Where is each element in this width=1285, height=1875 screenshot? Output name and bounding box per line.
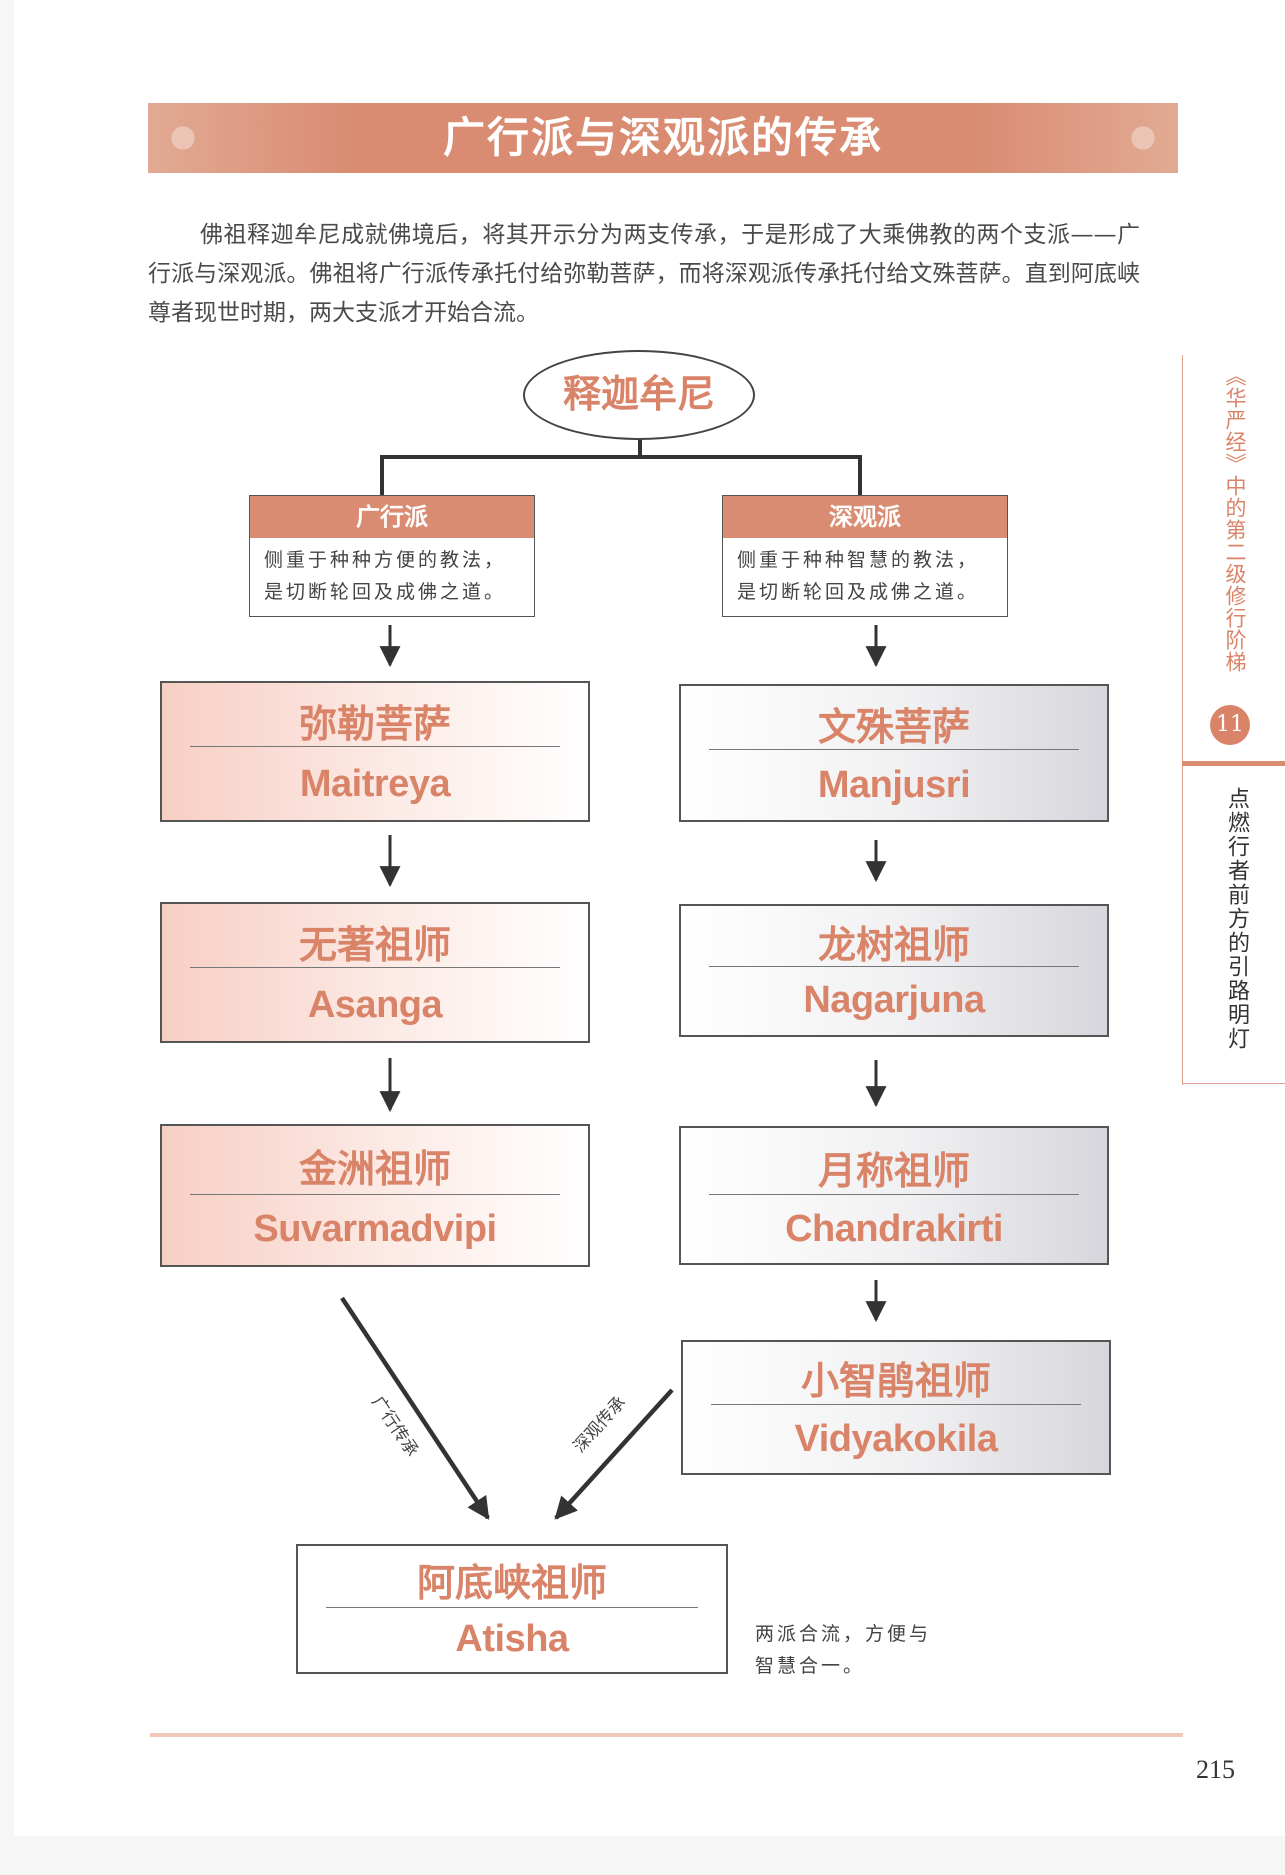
lineage-node-manjusri: 文殊菩萨 Manjusri — [679, 684, 1109, 822]
chapter-subtitle: 点燃行者前方的引路明灯 — [1224, 787, 1249, 1051]
lineage-node-nagarjuna: 龙树祖师 Nagarjuna — [679, 904, 1109, 1037]
side-chapter-tab: 《华严经》中的第二级修行阶梯 11 点燃行者前方的引路明灯 — [1182, 355, 1285, 1085]
intro-paragraph: 佛祖释迦牟尼成就佛境后，将其开示分为两支传承，于是形成了大乘佛教的两个支派——广… — [148, 222, 1140, 326]
lineage-node-suvarmadvipi: 金洲祖师 Suvarmadvipi — [160, 1124, 590, 1267]
lineage-node-chandrakirti: 月称祖师 Chandrakirti — [679, 1126, 1109, 1265]
lineage-node-maitreya: 弥勒菩萨 Maitreya — [160, 681, 590, 822]
merge-note: 两派合流，方便与 智慧合一。 — [755, 1623, 932, 1677]
page-title: 广行派与深观派的传承 — [442, 113, 883, 162]
school-name: 深观派 — [723, 496, 1007, 538]
school-description: 侧重于种种方便的教法， 是切断轮回及成佛之道。 — [264, 549, 507, 603]
page-number: 215 — [1196, 1755, 1235, 1784]
root-node: 释迦牟尼 — [523, 350, 755, 440]
school-name: 广行派 — [250, 496, 534, 538]
footer-rule — [150, 1733, 1183, 1737]
chapter-number-badge: 11 — [1210, 705, 1250, 745]
school-description: 侧重于种种智慧的教法， 是切断轮回及成佛之道。 — [737, 549, 980, 603]
lineage-node-vidyakokila: 小智鹃祖师 Vidyakokila — [681, 1340, 1111, 1475]
lotus-ornament-icon — [156, 111, 210, 165]
lineage-node-atisha: 阿底峡祖师 Atisha — [296, 1544, 728, 1674]
title-banner: 广行派与深观派的传承 — [148, 103, 1178, 173]
school-guangxing: 广行派 侧重于种种方便的教法， 是切断轮回及成佛之道。 — [249, 495, 535, 617]
lineage-node-asanga: 无著祖师 Asanga — [160, 902, 590, 1043]
school-shenguan: 深观派 侧重于种种智慧的教法， 是切断轮回及成佛之道。 — [722, 495, 1008, 617]
chapter-title: 《华严经》中的第二级修行阶梯 — [1223, 365, 1247, 673]
lotus-ornament-icon — [1116, 111, 1170, 165]
